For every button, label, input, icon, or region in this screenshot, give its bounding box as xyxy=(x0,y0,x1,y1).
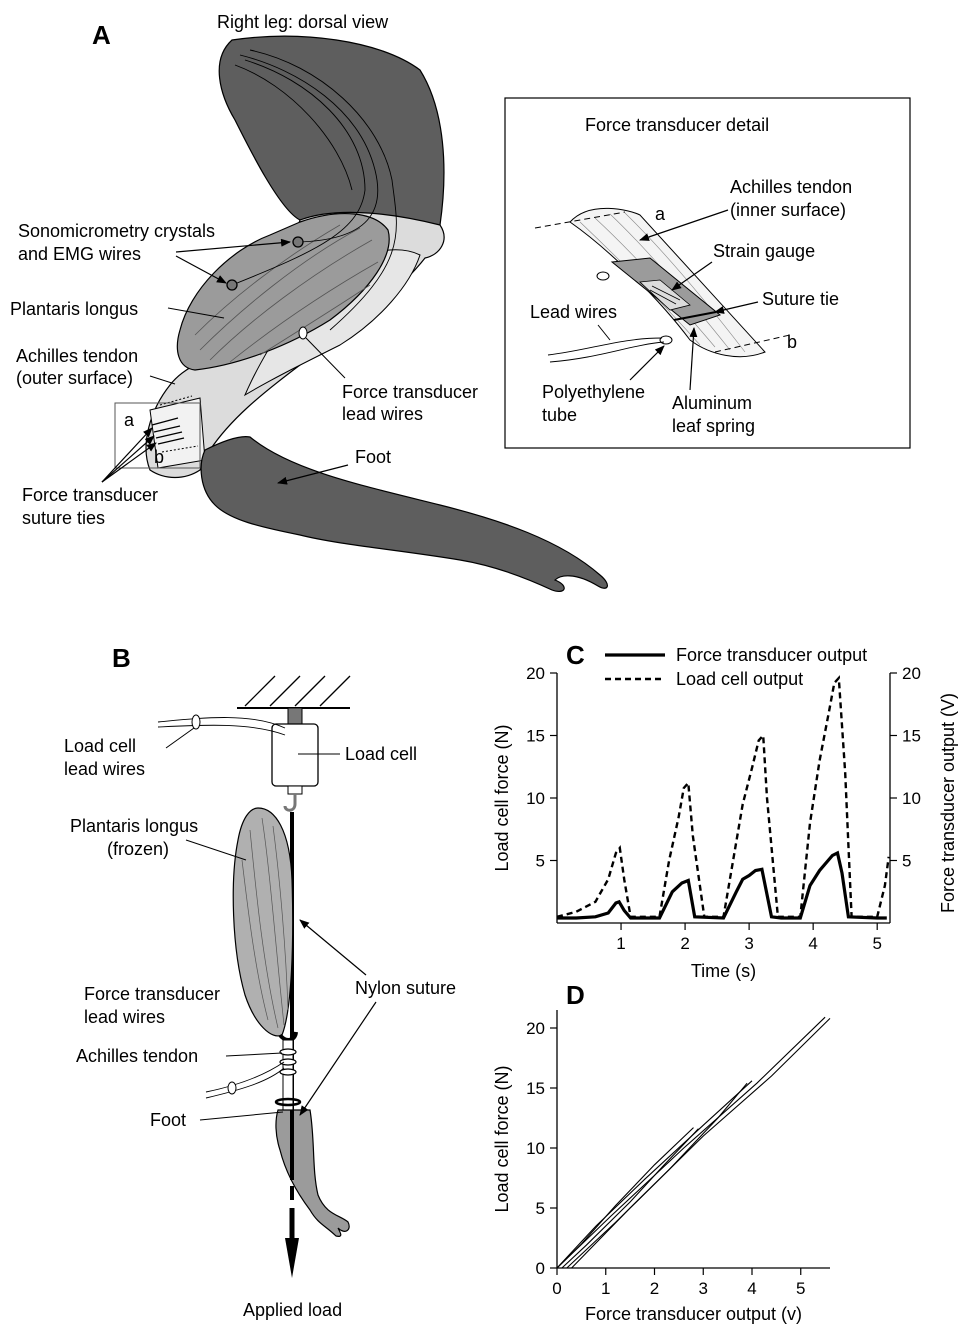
c-legend-label: Load cell output xyxy=(676,669,803,689)
d-y-tick-label: 5 xyxy=(536,1199,545,1218)
c-x-tick-label: 2 xyxy=(680,934,689,953)
panel-a-title: Right leg: dorsal view xyxy=(217,12,389,32)
panel-d-letter: D xyxy=(566,980,585,1010)
label-foot-b: Foot xyxy=(150,1110,186,1130)
c-x-axis-title: Time (s) xyxy=(691,961,756,981)
d-x-tick-label: 5 xyxy=(796,1279,805,1298)
c-x-tick-label: 3 xyxy=(744,934,753,953)
label-load-cell-wires: Load cell xyxy=(64,736,136,756)
detail-title: Force transducer detail xyxy=(585,115,769,135)
d-loop-line-4 xyxy=(567,1083,747,1268)
label-lead-wires: Force transducer xyxy=(342,382,478,402)
panel-b: B xyxy=(64,643,456,1320)
detail-label-b: b xyxy=(787,332,797,352)
d-loop-line-6 xyxy=(572,1018,830,1268)
c-y-tick-label: 15 xyxy=(526,727,545,746)
d-x-tick-label: 1 xyxy=(601,1279,610,1298)
foot-b-shape xyxy=(276,1110,349,1236)
detail-label-suture-tie: Suture tie xyxy=(762,289,839,309)
c-y2-tick-label: 10 xyxy=(902,789,921,808)
detail-label-lead-wires: Lead wires xyxy=(530,302,617,322)
c-y-tick-label: 5 xyxy=(536,852,545,871)
label-achilles-outer-sub: (outer surface) xyxy=(16,368,133,388)
c-x-tick-label: 4 xyxy=(808,934,817,953)
d-loop-line-5 xyxy=(557,1017,825,1268)
c-series-line-load-cell xyxy=(557,678,889,917)
label-emg-wires: and EMG wires xyxy=(18,244,141,264)
label-plantaris-frozen-sub: (frozen) xyxy=(107,839,169,859)
d-x-axis-title: Force transducer output (v) xyxy=(585,1304,802,1324)
panel-a-letter: A xyxy=(92,20,111,50)
detail-label-polyethylene: Polyethylene xyxy=(542,382,645,402)
c-y2-tick-label: 15 xyxy=(902,727,921,746)
label-load-cell: Load cell xyxy=(345,744,417,764)
c-y-tick-label: 10 xyxy=(526,789,545,808)
d-y-tick-label: 20 xyxy=(526,1019,545,1038)
c-y2-tick-label: 5 xyxy=(902,852,911,871)
d-y-axis-title: Load cell force (N) xyxy=(492,1065,512,1212)
c-y2-axis-title: Force transducer output (V) xyxy=(938,693,958,913)
d-y-tick-label: 10 xyxy=(526,1139,545,1158)
sonomicrometry-crystal-1 xyxy=(293,237,303,247)
c-y2-tick-label: 20 xyxy=(902,664,921,683)
d-x-tick-label: 3 xyxy=(699,1279,708,1298)
panel-c-letter: C xyxy=(566,640,585,670)
c-y-axis-title: Load cell force (N) xyxy=(492,724,512,871)
frozen-plantaris-shape xyxy=(233,808,292,1036)
label-foot: Foot xyxy=(355,447,391,467)
c-y-tick-label: 20 xyxy=(526,664,545,683)
label-lead-wires-sub: lead wires xyxy=(342,404,423,424)
d-y-tick-label: 0 xyxy=(536,1259,545,1278)
label-achilles-outer: Achilles tendon xyxy=(16,346,138,366)
label-b: b xyxy=(154,447,164,467)
sonomicrometry-crystal-2 xyxy=(227,280,237,290)
d-x-tick-label: 0 xyxy=(552,1279,561,1298)
label-sonomicrometry: Sonomicrometry crystals xyxy=(18,221,215,241)
detail-label-aluminum-sub: leaf spring xyxy=(672,416,755,436)
label-suture-ties-sub: suture ties xyxy=(22,508,105,528)
c-x-tick-label: 5 xyxy=(872,934,881,953)
detail-label-a: a xyxy=(655,204,666,224)
label-plantaris: Plantaris longus xyxy=(10,299,138,319)
detail-label-polyethylene-sub: tube xyxy=(542,405,577,425)
label-a: a xyxy=(124,410,135,430)
label-achilles-b: Achilles tendon xyxy=(76,1046,198,1066)
c-x-tick-label: 1 xyxy=(616,934,625,953)
label-suture-ties: Force transducer xyxy=(22,485,158,505)
label-load-cell-wires-sub: lead wires xyxy=(64,759,145,779)
foot-shape xyxy=(201,437,607,592)
detail-label-achilles-sub: (inner surface) xyxy=(730,200,846,220)
c-legend-label: Force transducer output xyxy=(676,645,867,665)
detail-label-achilles: Achilles tendon xyxy=(730,177,852,197)
label-force-transducer-wires: Force transducer xyxy=(84,984,220,1004)
force-transducer-detail: Force transducer detail a b Achilles ten… xyxy=(505,98,910,448)
label-force-transducer-wires-sub: lead wires xyxy=(84,1007,165,1027)
label-applied-load: Applied load xyxy=(243,1300,342,1320)
detail-label-aluminum: Aluminum xyxy=(672,393,752,413)
achilles-tendon-b xyxy=(276,1040,300,1110)
detail-label-strain-gauge: Strain gauge xyxy=(713,241,815,261)
panel-a: A Right leg: dorsal view xyxy=(10,12,910,591)
d-x-tick-label: 4 xyxy=(747,1279,756,1298)
panel-b-letter: B xyxy=(112,643,131,673)
d-x-tick-label: 2 xyxy=(650,1279,659,1298)
c-series-line-force-transducer xyxy=(557,853,887,918)
label-nylon-suture: Nylon suture xyxy=(355,978,456,998)
thigh-shape xyxy=(219,36,444,235)
label-plantaris-frozen: Plantaris longus xyxy=(70,816,198,836)
lead-wire-exit xyxy=(299,327,307,339)
d-y-tick-label: 15 xyxy=(526,1079,545,1098)
